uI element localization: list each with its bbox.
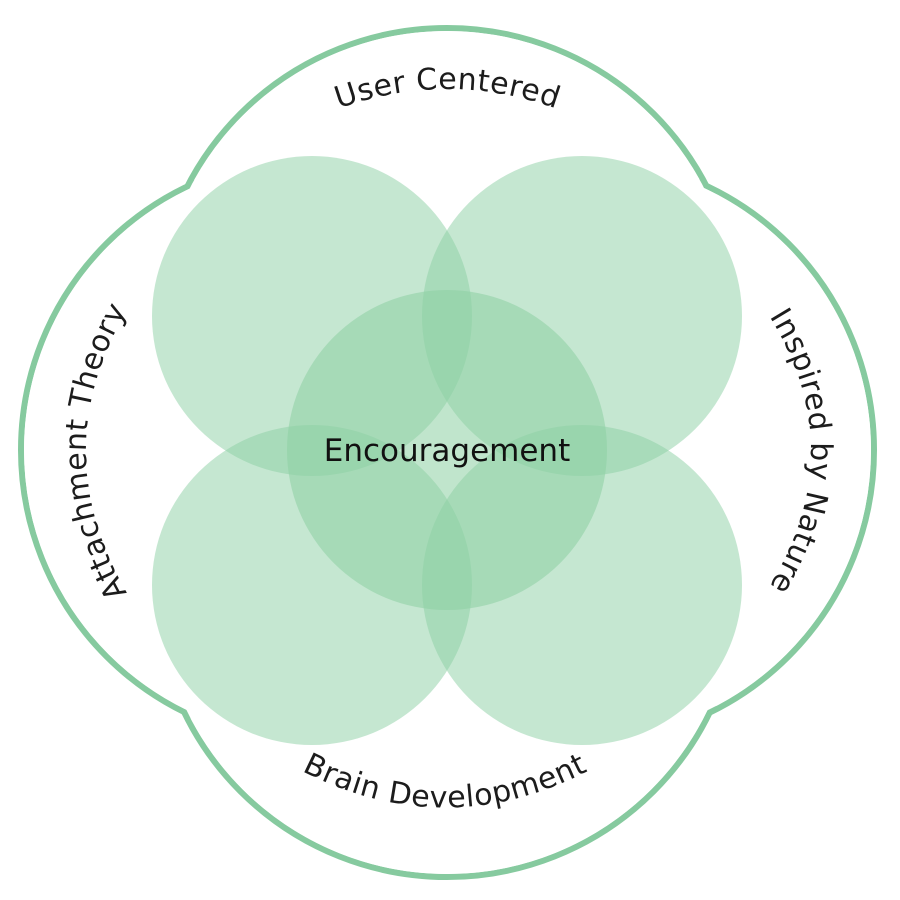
center-label: Encouragement bbox=[324, 433, 570, 469]
center-overlap bbox=[287, 290, 607, 610]
